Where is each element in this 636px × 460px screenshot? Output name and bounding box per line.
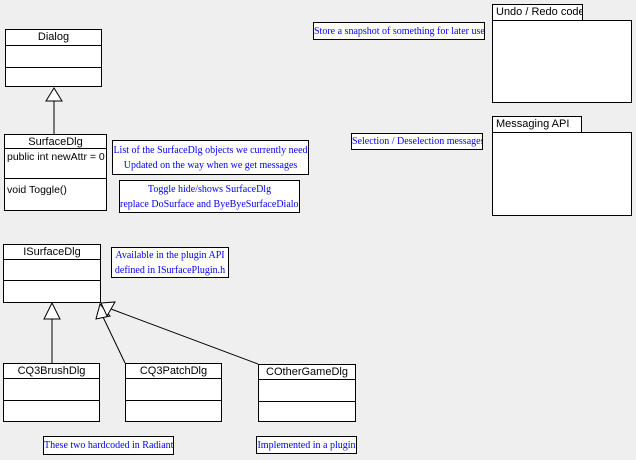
inheritance-arrow-surfacedlg-dialog[interactable] xyxy=(45,87,63,134)
class-box-surfacedlg[interactable]: SurfaceDlg public int newAttr = 0 void T… xyxy=(4,134,107,211)
package-tab-messaging-api[interactable]: Messaging API xyxy=(492,116,582,133)
class-box-cq3patchdlg[interactable]: CQ3PatchDlg xyxy=(125,363,222,422)
note-implemented-plugin[interactable]: Implemented in a plugin xyxy=(256,436,357,454)
package-tab-undo-redo[interactable]: Undo / Redo code xyxy=(492,4,583,21)
class-methods xyxy=(126,401,221,421)
note-text: defined in ISurfacePlugin.h xyxy=(114,264,226,276)
note-text: Toggle hide/shows SurfaceDlg xyxy=(147,183,272,195)
class-methods xyxy=(6,68,101,86)
note-selection-messages[interactable]: Selection / Deselection messages xyxy=(351,133,483,150)
note-toggle[interactable]: Toggle hide/shows SurfaceDlg replace DoS… xyxy=(119,180,300,213)
class-title: COtherGameDlg xyxy=(259,365,355,380)
class-attributes xyxy=(126,379,221,401)
package-body-undo-redo[interactable] xyxy=(492,20,632,103)
note-text: Updated on the way when we get messages xyxy=(123,159,298,171)
inheritance-arrow-cothergamedlg-isurfacedlg[interactable] xyxy=(100,301,259,365)
note-text: Available in the plugin API xyxy=(115,249,225,261)
note-plugin-api[interactable]: Available in the plugin API defined in I… xyxy=(111,247,229,278)
package-name: Messaging API xyxy=(496,118,570,130)
package-body-messaging-api[interactable] xyxy=(492,132,632,216)
package-name: Undo / Redo code xyxy=(496,6,583,18)
class-attributes xyxy=(6,46,101,68)
note-hardcoded-radiant[interactable]: These two hardcoded in Radiant xyxy=(43,436,174,455)
note-text: List of the SurfaceDlg objects we curren… xyxy=(113,144,308,156)
inheritance-arrow-cq3brushdlg-isurfacedlg[interactable] xyxy=(43,301,61,363)
note-text: Selection / Deselection messages xyxy=(352,136,483,147)
class-attributes xyxy=(4,260,100,281)
class-title: CQ3PatchDlg xyxy=(126,364,221,379)
class-methods xyxy=(4,401,99,421)
note-text: replace DoSurface and ByeByeSurfaceDialo… xyxy=(120,198,300,210)
class-attributes: public int newAttr = 0 xyxy=(5,149,106,179)
class-title: Dialog xyxy=(6,30,101,46)
class-methods: void Toggle() xyxy=(7,184,67,196)
class-title: CQ3BrushDlg xyxy=(4,364,99,379)
class-attributes xyxy=(4,379,99,401)
class-box-cq3brushdlg[interactable]: CQ3BrushDlg xyxy=(3,363,100,422)
class-box-dialog[interactable]: Dialog xyxy=(5,29,102,87)
note-text: Implemented in a plugin xyxy=(257,439,356,451)
class-attributes xyxy=(259,380,355,402)
note-text: These two hardcoded in Radiant xyxy=(44,440,174,451)
note-snapshot[interactable]: Store a snapshot of something for later … xyxy=(313,22,485,40)
note-surfacedlg-list[interactable]: List of the SurfaceDlg objects we curren… xyxy=(112,140,309,175)
class-methods xyxy=(259,402,355,421)
class-box-isurfacedlg[interactable]: ISurfaceDlg xyxy=(3,244,101,303)
class-box-cothergamedlg[interactable]: COtherGameDlg xyxy=(258,364,356,422)
class-title: SurfaceDlg xyxy=(5,135,106,149)
class-methods xyxy=(4,281,100,302)
class-title: ISurfaceDlg xyxy=(4,245,100,260)
note-text: Store a snapshot of something for later … xyxy=(314,25,485,37)
